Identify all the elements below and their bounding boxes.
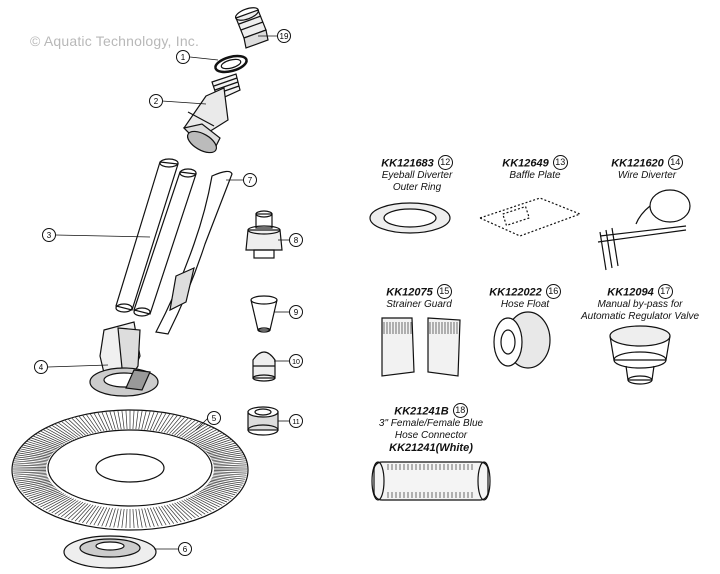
part-13-code: KK12649 <box>502 157 549 170</box>
svg-text:11: 11 <box>292 419 299 426</box>
part-8-regulator-valve <box>245 210 283 259</box>
part-15-drawing <box>381 317 461 377</box>
part-15-desc: Strainer Guard <box>386 299 452 310</box>
callout-9: 9 <box>289 305 303 319</box>
part-12-code: KK121683 <box>381 157 434 170</box>
svg-text:2: 2 <box>154 97 159 106</box>
part-16-code: KK122022 <box>489 286 542 299</box>
part-17-code: KK12094 <box>607 286 654 299</box>
part-12-desc-line2: Outer Ring <box>392 182 442 193</box>
part-13-number: 13 <box>552 155 568 170</box>
part-18-drawing <box>371 461 491 501</box>
callout-2: 2 <box>149 94 163 108</box>
part-15-code: KK12075 <box>386 286 433 299</box>
part-18-number: 18 <box>452 403 468 418</box>
callout-6: 6 <box>178 542 192 556</box>
part-12-number: 12 <box>437 155 453 170</box>
part-1-o-ring-inner <box>220 58 242 70</box>
part-13-drawing <box>478 197 582 237</box>
part-13-desc: Baffle Plate <box>509 170 561 181</box>
svg-text:5: 5 <box>212 414 217 423</box>
callout-3: 3 <box>42 228 56 242</box>
svg-text:4: 4 <box>39 363 44 372</box>
part-14-code: KK121620 <box>611 157 664 170</box>
svg-text:19: 19 <box>280 32 289 41</box>
part-18-code-white: KK21241(White) <box>389 442 473 454</box>
part-5-skirt-disc <box>11 409 249 531</box>
callout-4: 4 <box>34 360 48 374</box>
part-19-swivel-fitting <box>234 7 269 49</box>
part-2-swivel-elbow <box>182 73 241 154</box>
svg-text:3: 3 <box>47 231 52 240</box>
part-17-drawing <box>609 325 671 385</box>
part-14-drawing <box>597 189 691 271</box>
leader-lines <box>47 35 290 550</box>
callout-10: 10 <box>289 354 303 368</box>
callout-7: 7 <box>243 173 257 187</box>
part-10-cap <box>252 351 276 382</box>
part-18-desc-line2: Hose Connector <box>394 430 468 441</box>
part-9-cone-insert <box>250 295 278 333</box>
part-1-o-ring <box>214 54 248 74</box>
callout-19: 19 <box>277 29 291 43</box>
part-3-hose-pipes <box>115 158 197 317</box>
svg-text:9: 9 <box>294 308 299 317</box>
part-12-desc-line1: Eyeball Diverter <box>381 170 453 181</box>
svg-text:7: 7 <box>248 176 253 185</box>
part-7-flexible-strap <box>155 170 233 335</box>
part-17-number: 17 <box>657 284 673 299</box>
svg-text:1: 1 <box>181 53 186 62</box>
svg-text:8: 8 <box>294 236 299 245</box>
callout-5: 5 <box>207 411 221 425</box>
part-16-number: 16 <box>545 284 561 299</box>
part-4-cleaner-head <box>89 321 159 397</box>
part-17-desc-line2: Automatic Regulator Valve <box>580 311 700 322</box>
part-16-drawing <box>493 311 551 369</box>
part-15-number: 15 <box>436 284 452 299</box>
part-14-desc: Wire Diverter <box>617 170 677 181</box>
part-12-drawing <box>369 202 451 234</box>
part-14-number: 14 <box>667 155 683 170</box>
svg-text:6: 6 <box>183 545 188 554</box>
part-6-foot-pad <box>63 535 157 569</box>
left-callouts: 19 1 2 3 4 5 6 7 8 9 10 11 <box>34 29 303 556</box>
copyright-watermark: © Aquatic Technology, Inc. <box>30 33 200 49</box>
svg-text:10: 10 <box>292 359 300 366</box>
callout-1: 1 <box>176 50 190 64</box>
part-18-code: KK21241B <box>394 405 449 418</box>
part-18-desc-line1: 3" Female/Female Blue <box>378 418 484 429</box>
part-17-desc-line1: Manual by-pass for <box>597 299 683 310</box>
callout-11: 11 <box>289 414 303 428</box>
part-11-bushing <box>247 406 279 436</box>
callout-8: 8 <box>289 233 303 247</box>
part-16-desc: Hose Float <box>500 299 550 310</box>
